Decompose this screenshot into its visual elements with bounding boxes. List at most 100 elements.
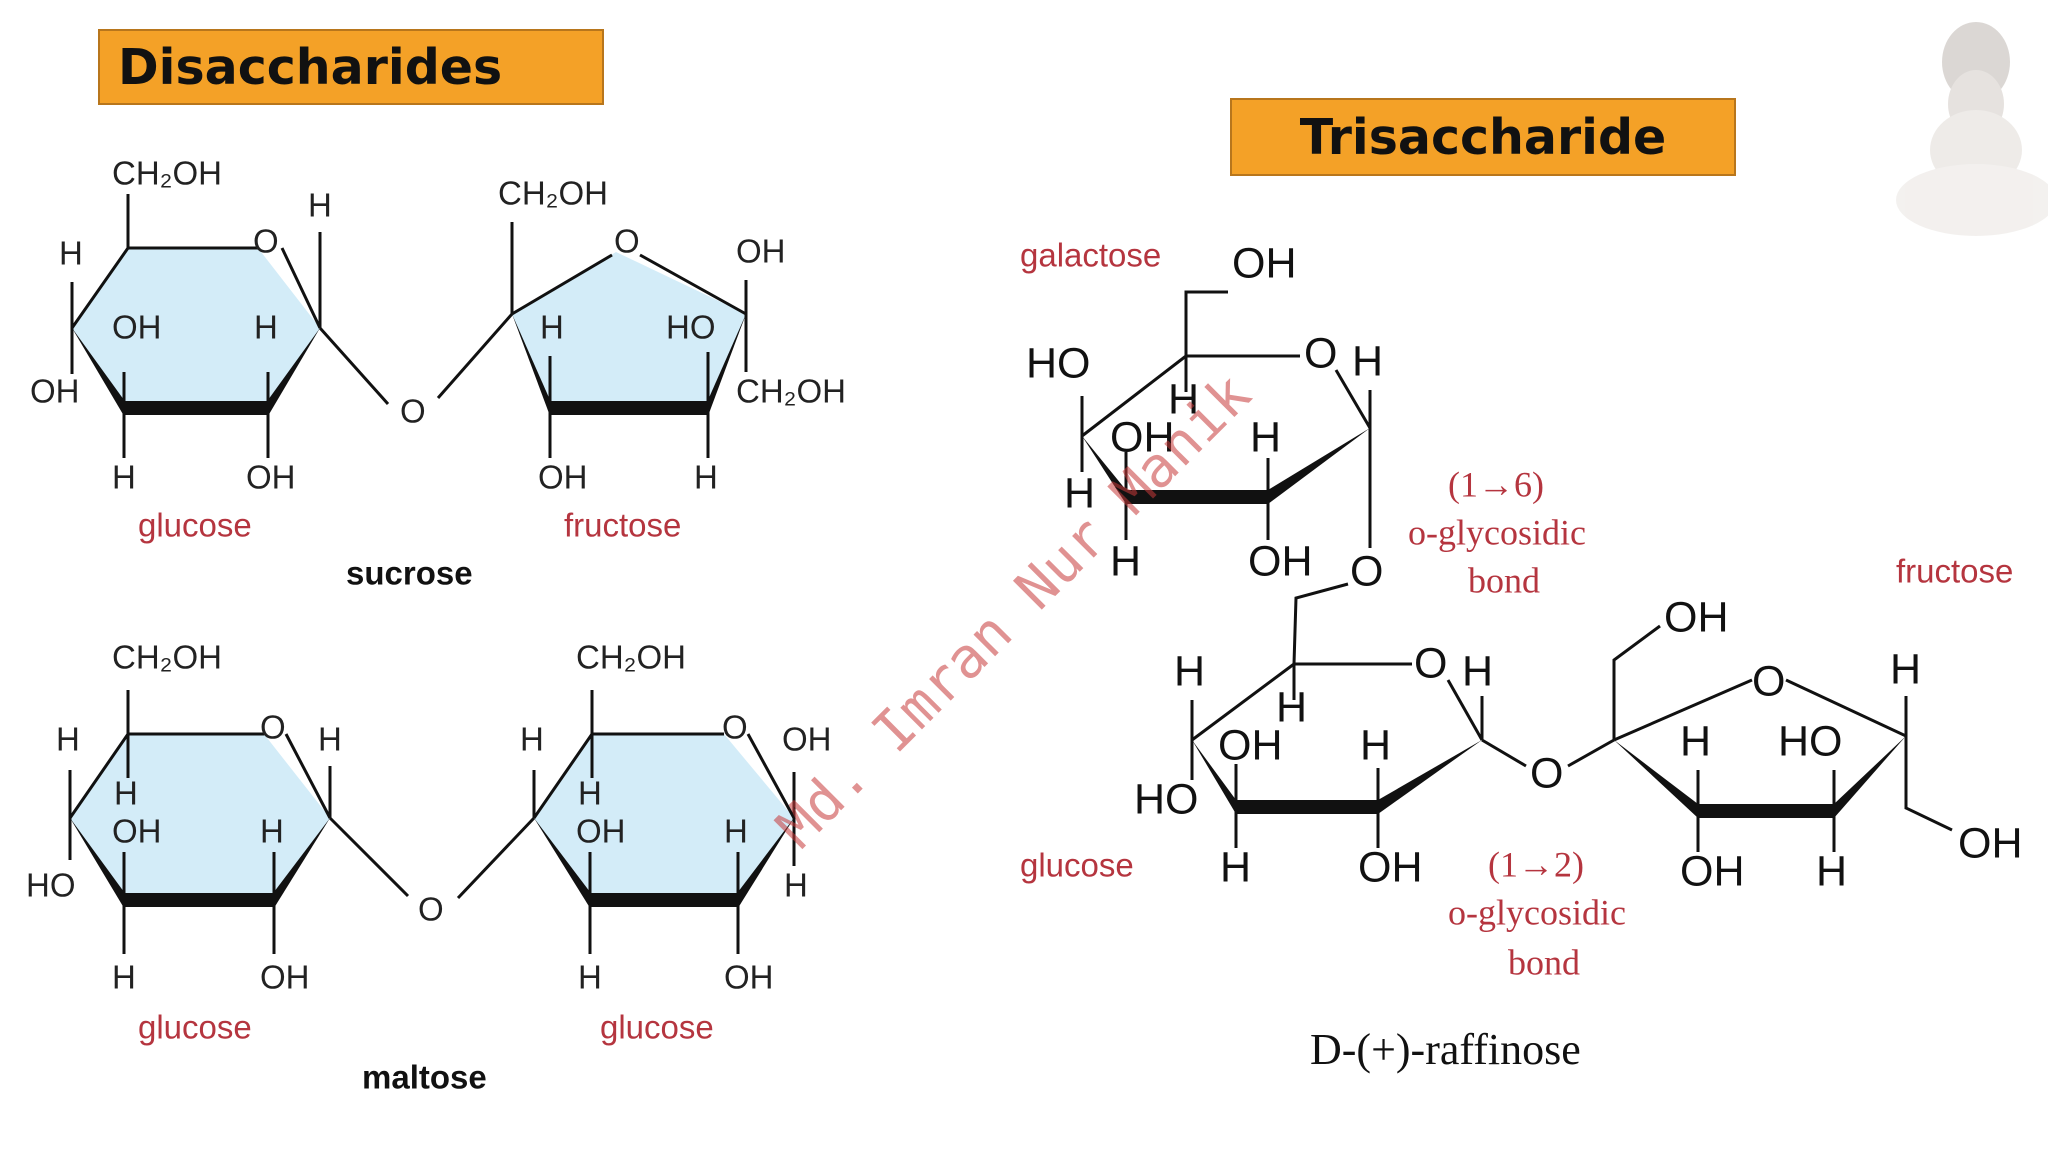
raffinose-gal-h-anomeric: H: [1352, 337, 1383, 385]
sucrose-glc-h-in: H: [254, 309, 278, 346]
raffinose-fru-h-in: H: [1680, 717, 1711, 765]
sucrose-glc-h-left: H: [59, 235, 83, 272]
sucrose-glc-ring-o: O: [253, 223, 279, 260]
trisaccharide-heading: Trisaccharide: [1230, 98, 1736, 176]
maltose-l-ch2oh: CH₂OH: [112, 639, 222, 676]
sucrose-glc-h-bottom: H: [112, 459, 136, 496]
raffinose-fru-ring-o: O: [1752, 657, 1785, 705]
raffinose-fru-oh-right: OH: [1958, 819, 2023, 867]
maltose-structure: CH₂OH O H H H OH H HO H OH glucose O: [26, 639, 832, 1096]
sucrose-glc-ch2oh: CH₂OH: [112, 155, 222, 192]
maltose-left-glucose-ring: [68, 690, 410, 954]
sucrose-fru-oh-bottom: OH: [538, 459, 588, 496]
maltose-bridge-o: O: [418, 891, 444, 928]
raffinose-fru-ho-in: HO: [1778, 717, 1843, 765]
raffinose-fru-oh-bottom: OH: [1680, 847, 1745, 895]
sucrose-glc-oh-in: OH: [112, 309, 162, 346]
raffinose-fru-h-bottom: H: [1816, 847, 1847, 895]
raffinose-galactose-ring: [1080, 290, 1372, 548]
raffinose-link-o-16: O: [1350, 547, 1383, 595]
raffinose-gal-oh-top: OH: [1232, 239, 1297, 287]
raffinose-glc-ring-o: O: [1414, 639, 1447, 687]
maltose-r-oh-bottom: OH: [724, 959, 774, 996]
sucrose-fru-h-in: H: [540, 309, 564, 346]
sucrose-fru-ho-in: HO: [666, 309, 716, 346]
maltose-name: maltose: [362, 1059, 487, 1096]
sucrose-fructose-ring: [436, 222, 748, 458]
maltose-r-h-in: H: [724, 813, 748, 850]
maltose-l-oh-in: OH: [112, 813, 162, 850]
raffinose-bond-16-line1: (1→6): [1448, 464, 1544, 504]
sucrose-bridge-o: O: [400, 393, 426, 430]
raffinose-gal-ho-left: HO: [1026, 339, 1091, 387]
sucrose-fructose-label: fructose: [564, 507, 681, 544]
raffinose-bond-12-line3: bond: [1508, 942, 1580, 982]
raffinose-bond-16-line3: bond: [1468, 560, 1540, 600]
raffinose-glc-oh-in: OH: [1218, 721, 1283, 769]
raffinose-fru-h-right: H: [1890, 645, 1921, 693]
raffinose-bond-12-line2: o-glycosidic: [1448, 892, 1626, 932]
raffinose-glc-h-left-top: H: [1174, 647, 1205, 695]
maltose-right-glucose-ring: [456, 690, 796, 954]
sucrose-glucose-label: glucose: [138, 507, 252, 544]
raffinose-gal-h-left: H: [1064, 469, 1095, 517]
maltose-r-h-in-top: H: [578, 775, 602, 812]
sucrose-fru-h-bottom: H: [694, 459, 718, 496]
raffinose-link-o-12: O: [1530, 749, 1563, 797]
presenter-portrait: [1896, 22, 2048, 236]
raffinose-fructose-ring: [1612, 624, 1953, 852]
maltose-l-h-left: H: [56, 721, 80, 758]
maltose-left-glucose-label: glucose: [138, 1009, 252, 1046]
raffinose-bond-12-line1: (1→2): [1488, 844, 1584, 884]
maltose-l-h-in: H: [260, 813, 284, 850]
trisaccharide-heading-text: Trisaccharide: [1299, 108, 1667, 166]
sucrose-fru-ring-o: O: [614, 223, 640, 260]
maltose-l-ho-left: HO: [26, 867, 76, 904]
sucrose-glc-oh-left: OH: [30, 373, 80, 410]
raffinose-galactose-label: galactose: [1020, 237, 1161, 274]
raffinose-glc-h-bottom: H: [1220, 843, 1251, 891]
raffinose-gal-oh-in: OH: [1110, 413, 1175, 461]
maltose-r-h-bottom: H: [578, 959, 602, 996]
raffinose-glc-ho-left: HO: [1134, 775, 1199, 823]
maltose-right-glucose-label: glucose: [600, 1009, 714, 1046]
raffinose-glc-h-anomeric: H: [1462, 647, 1493, 695]
raffinose-glc-oh-bottom: OH: [1358, 843, 1423, 891]
maltose-l-h-bottom: H: [112, 959, 136, 996]
raffinose-fructose-label: fructose: [1896, 553, 2013, 590]
raffinose-bond-16-line2: o-glycosidic: [1408, 512, 1586, 552]
sucrose-fru-oh-right: OH: [736, 233, 786, 270]
raffinose-gal-h-c4: H: [1168, 375, 1199, 423]
disaccharides-heading-text: Disaccharides: [118, 38, 503, 96]
raffinose-glc-h-c5: H: [1276, 683, 1307, 731]
sucrose-fru-ch2oh-top: CH₂OH: [498, 175, 608, 212]
raffinose-gal-ring-o: O: [1304, 329, 1337, 377]
maltose-r-ring-o: O: [722, 709, 748, 746]
raffinose-structure: galactose OH O H HO H OH H H H OH O (1→6…: [1020, 237, 2023, 1074]
maltose-r-oh-in: OH: [576, 813, 626, 850]
sucrose-glc-h-top: H: [308, 187, 332, 224]
raffinose-gal-oh-bottom: OH: [1248, 537, 1313, 585]
maltose-r-ch2oh: CH₂OH: [576, 639, 686, 676]
maltose-l-h-top: H: [318, 721, 342, 758]
sucrose-structure: CH₂OH O H H OH H OH H OH glucose O: [30, 155, 846, 592]
maltose-r-h-right: H: [784, 867, 808, 904]
sucrose-fru-ch2oh-right: CH₂OH: [736, 373, 846, 410]
maltose-l-ring-o: O: [260, 709, 286, 746]
raffinose-gal-h-bottom: H: [1110, 537, 1141, 585]
raffinose-glucose-label: glucose: [1020, 847, 1134, 884]
disaccharides-heading: Disaccharides: [98, 29, 604, 105]
raffinose-fru-oh-top: OH: [1664, 593, 1729, 641]
raffinose-glc-h-in: H: [1360, 721, 1391, 769]
maltose-l-h-in-top: H: [114, 775, 138, 812]
sucrose-glc-oh-bottom: OH: [246, 459, 296, 496]
maltose-l-oh-bottom: OH: [260, 959, 310, 996]
sucrose-glucose-ring: [70, 194, 390, 458]
sucrose-name: sucrose: [346, 555, 473, 592]
raffinose-name: D-(+)-raffinose: [1310, 1025, 1581, 1074]
maltose-r-oh-right: OH: [782, 721, 832, 758]
raffinose-gal-h-in: H: [1250, 413, 1281, 461]
raffinose-glucose-ring: [1190, 662, 1615, 848]
